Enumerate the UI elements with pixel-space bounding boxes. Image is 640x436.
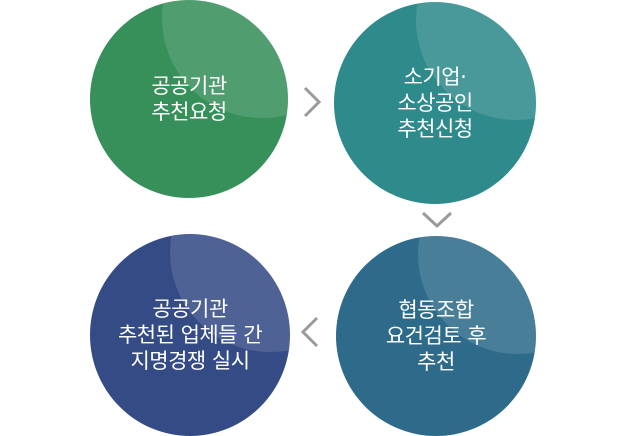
step-label-line: 추천된 업체들 간	[117, 323, 263, 347]
step-label-line: 협동조합	[398, 298, 474, 322]
step-label-line: 공공기관	[151, 74, 227, 98]
step-label-line: 추천	[417, 350, 455, 374]
step-label: 공공기관 추천된 업체들 간 지명경쟁 실시	[117, 296, 263, 374]
step-label-line: 소기업·	[403, 65, 467, 89]
step-label-line: 공공기관	[152, 297, 228, 321]
step-label-line: 추천요청	[151, 100, 227, 124]
chevron-left-icon	[300, 316, 319, 348]
step-label: 협동조합 요건검토 후 추천	[385, 297, 487, 375]
step-label-line: 추천신청	[397, 117, 473, 141]
step-label: 소기업· 소상공인 추천신청	[397, 64, 473, 142]
step-cooperative-review: 협동조합 요건검토 후 추천	[336, 236, 536, 436]
step-small-business-application: 소기업· 소상공인 추천신청	[334, 2, 536, 204]
step-label-line: 요건검토 후	[385, 324, 487, 348]
step-nominated-competition: 공공기관 추천된 업체들 간 지명경쟁 실시	[90, 234, 290, 436]
step-public-agency-request: 공공기관 추천요청	[90, 0, 288, 198]
step-label-line: 지명경쟁 실시	[130, 349, 250, 373]
step-label: 공공기관 추천요청	[151, 73, 227, 125]
step-label-line: 소상공인	[397, 91, 473, 115]
chevron-right-icon	[303, 86, 322, 118]
chevron-down-icon	[421, 211, 453, 229]
